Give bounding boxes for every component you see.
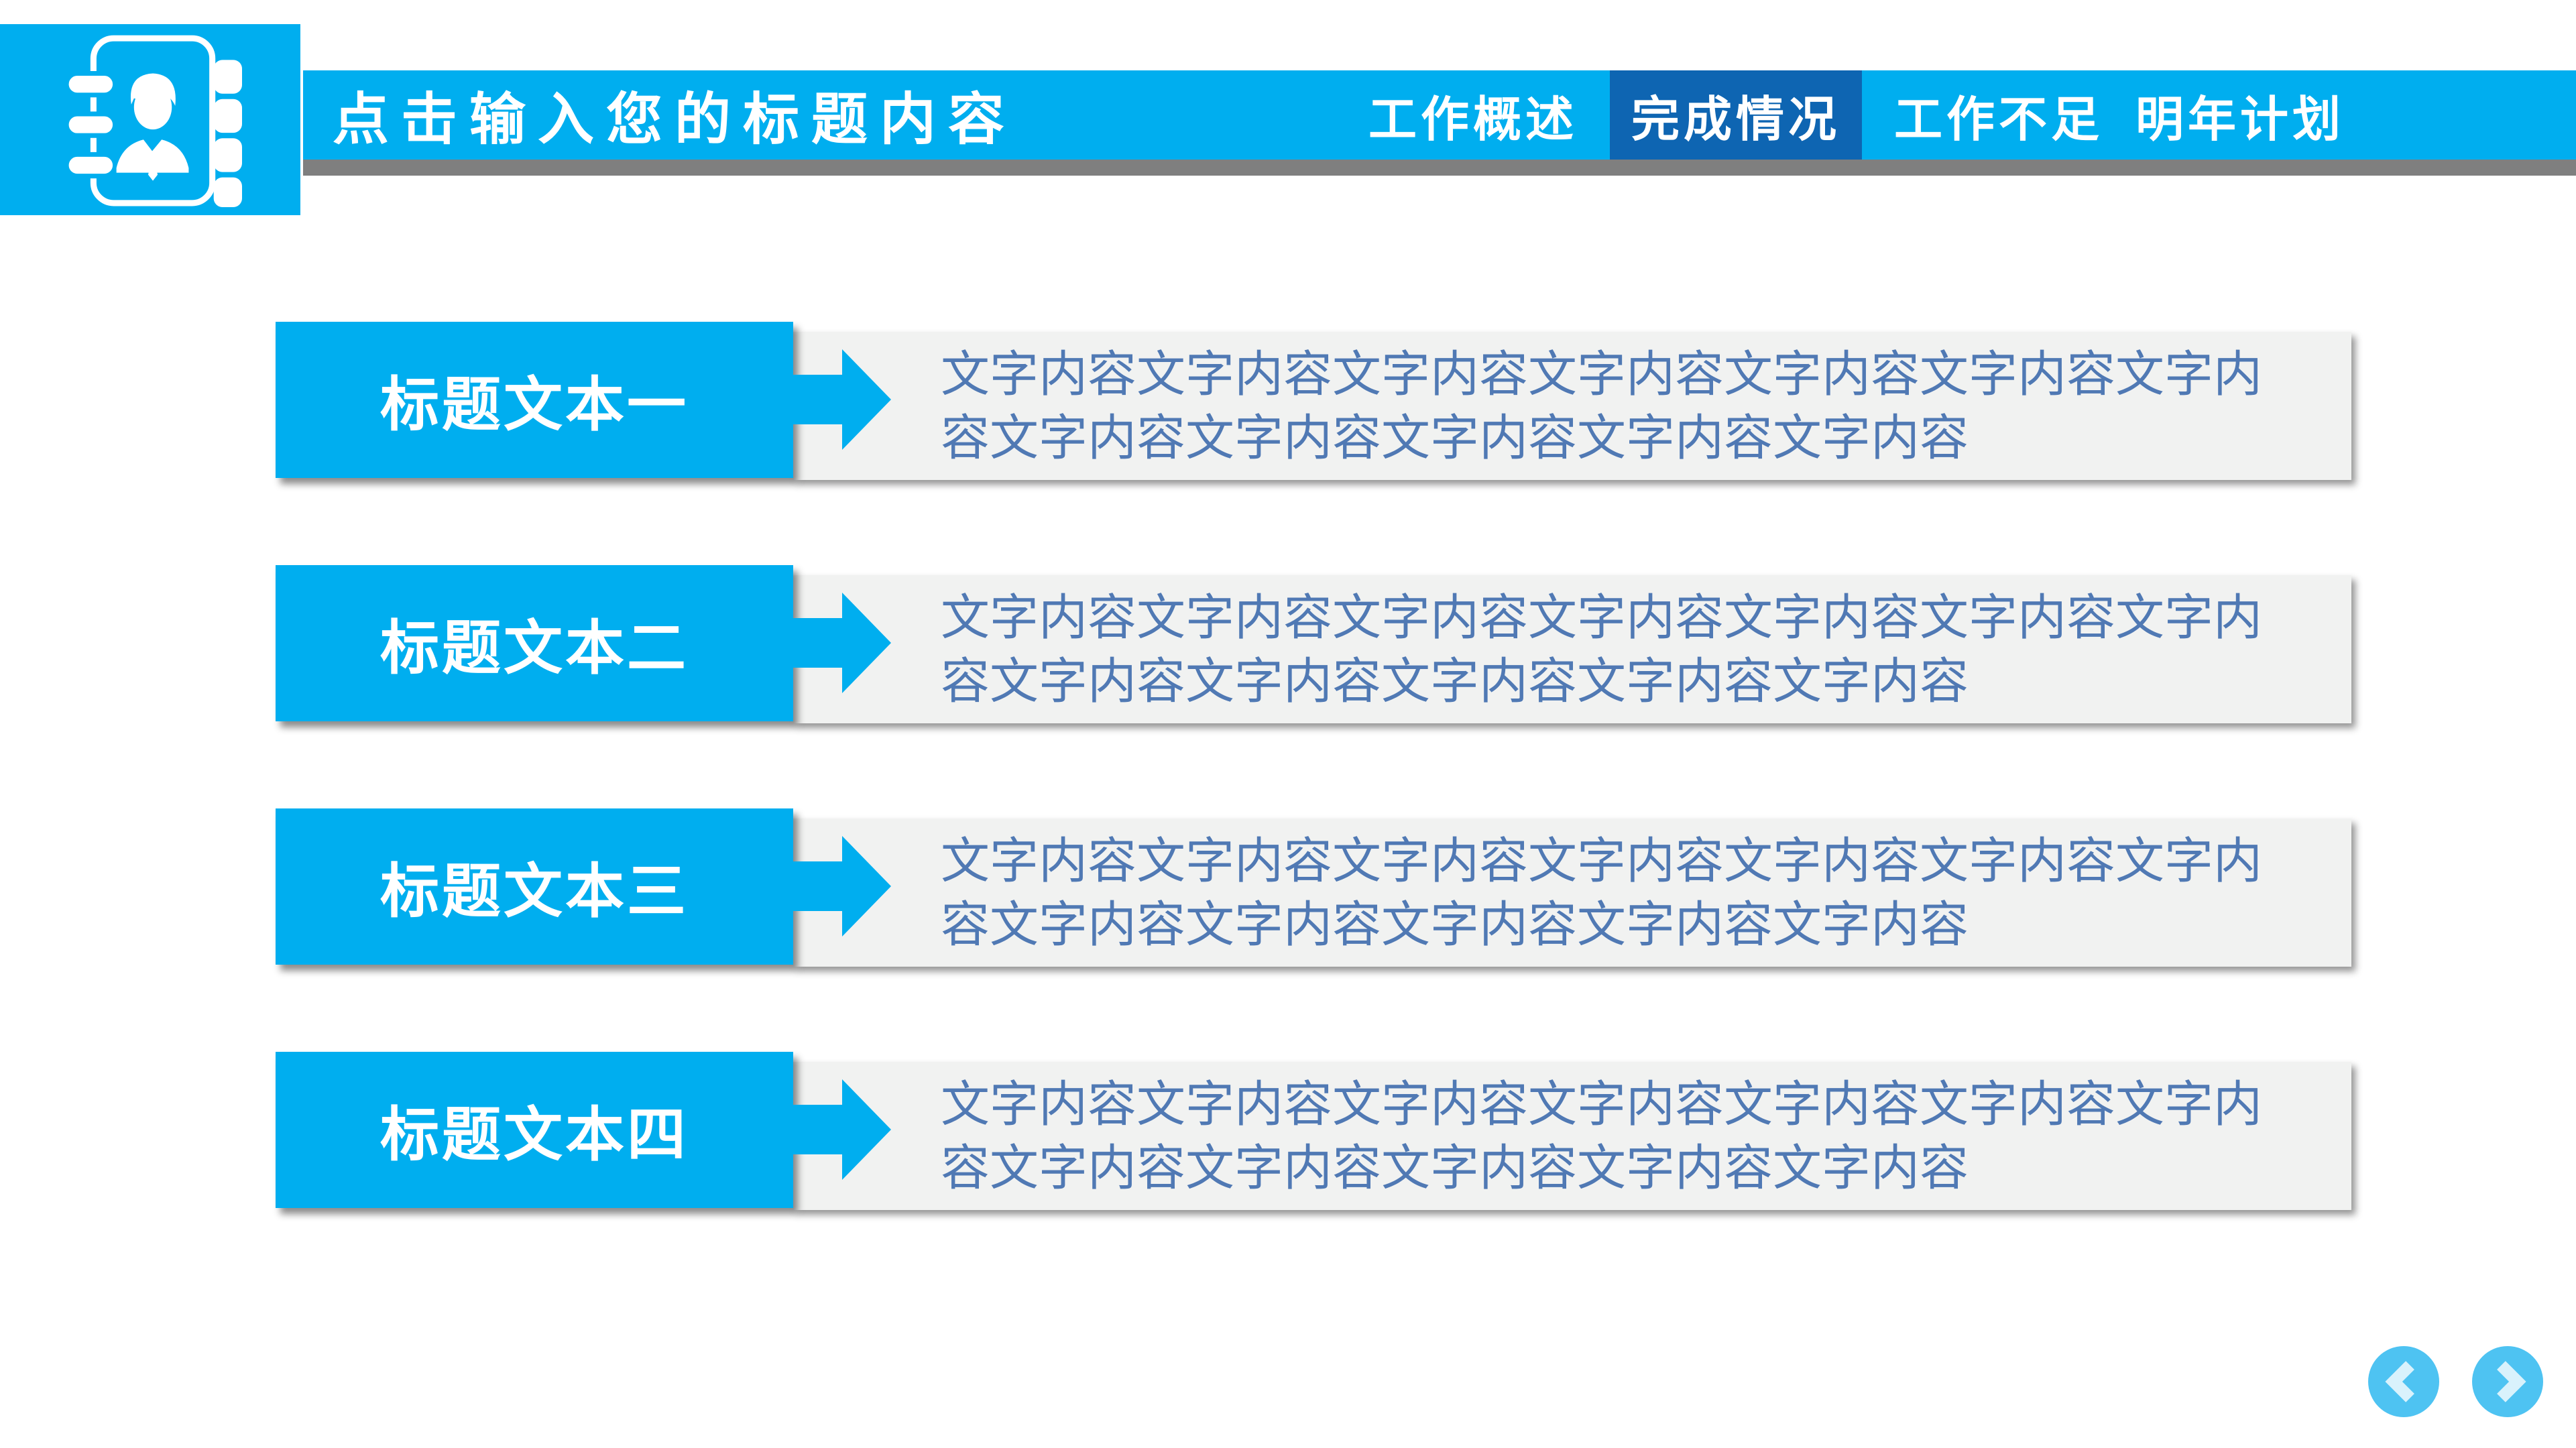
right-arrow-icon (793, 349, 891, 450)
row-4-content-panel: 文字内容文字内容文字内容文字内容文字内容文字内容文字内 容文字内容文字内容文字内… (793, 1062, 2351, 1210)
nav-tabs: 工作概述 完成情况 工作不足 明年计划 (1368, 70, 2345, 160)
row-body-line: 文字内容文字内容文字内容文字内容文字内容文字内容文字内 (941, 1077, 2262, 1132)
row-body-line: 文字内容文字内容文字内容文字内容文字内容文字内容文字内 (941, 590, 2262, 645)
row-body-line: 容文字内容文字内容文字内容文字内容文字内容 (941, 654, 1969, 709)
tab-work-shortcomings[interactable]: 工作不足 (1893, 93, 2103, 147)
row-1: 文字内容文字内容文字内容文字内容文字内容文字内容文字内 容文字内容文字内容文字内… (0, 322, 2576, 480)
tab-work-overview[interactable]: 工作概述 (1368, 93, 1578, 147)
row-title: 标题文本四 (379, 1101, 689, 1168)
logo-panel (0, 24, 300, 215)
chevron-right-icon (2472, 1346, 2543, 1417)
row-2: 文字内容文字内容文字内容文字内容文字内容文字内容文字内 容文字内容文字内容文字内… (0, 565, 2576, 723)
tab-completion-status[interactable]: 完成情况 (1609, 70, 1862, 160)
row-body-line: 容文字内容文字内容文字内容文字内容文字内容 (941, 897, 1969, 952)
row-body-line: 容文字内容文字内容文字内容文字内容文字内容 (941, 1140, 1969, 1195)
contact-book-icon (64, 35, 243, 207)
person-icon (116, 72, 189, 181)
row-title: 标题文本二 (379, 615, 689, 681)
row-2-content-panel: 文字内容文字内容文字内容文字内容文字内容文字内容文字内 容文字内容文字内容文字内… (793, 575, 2351, 723)
row-title: 标题文本三 (379, 858, 689, 924)
row-body-line: 文字内容文字内容文字内容文字内容文字内容文字内容文字内 (941, 347, 2262, 402)
row-body-line: 容文字内容文字内容文字内容文字内容文字内容 (941, 410, 1969, 465)
row-4-title-box: 标题文本四 (276, 1052, 793, 1208)
row-3-content-panel: 文字内容文字内容文字内容文字内容文字内容文字内容文字内 容文字内容文字内容文字内… (793, 819, 2351, 967)
tab-next-year-plan[interactable]: 明年计划 (2135, 93, 2345, 147)
row-body-line: 文字内容文字内容文字内容文字内容文字内容文字内容文字内 (941, 833, 2262, 888)
next-button[interactable] (2472, 1346, 2543, 1417)
right-arrow-icon (793, 836, 891, 937)
chevron-left-icon (2368, 1346, 2439, 1417)
prev-button[interactable] (2368, 1346, 2439, 1417)
row-4: 文字内容文字内容文字内容文字内容文字内容文字内容文字内 容文字内容文字内容文字内… (0, 1052, 2576, 1210)
right-arrow-icon (793, 1079, 891, 1180)
page-title: 点击输入您的标题内容 (333, 88, 1017, 151)
row-3-title-box: 标题文本三 (276, 808, 793, 965)
row-3: 文字内容文字内容文字内容文字内容文字内容文字内容文字内 容文字内容文字内容文字内… (0, 808, 2576, 967)
header-shadow-band (303, 160, 2576, 176)
row-1-title-box: 标题文本一 (276, 322, 793, 478)
row-1-content-panel: 文字内容文字内容文字内容文字内容文字内容文字内容文字内 容文字内容文字内容文字内… (793, 332, 2351, 480)
right-arrow-icon (793, 593, 891, 693)
row-2-title-box: 标题文本二 (276, 565, 793, 721)
header-bar: 点击输入您的标题内容 工作概述 完成情况 工作不足 明年计划 (303, 70, 2576, 160)
row-title: 标题文本一 (379, 371, 689, 438)
